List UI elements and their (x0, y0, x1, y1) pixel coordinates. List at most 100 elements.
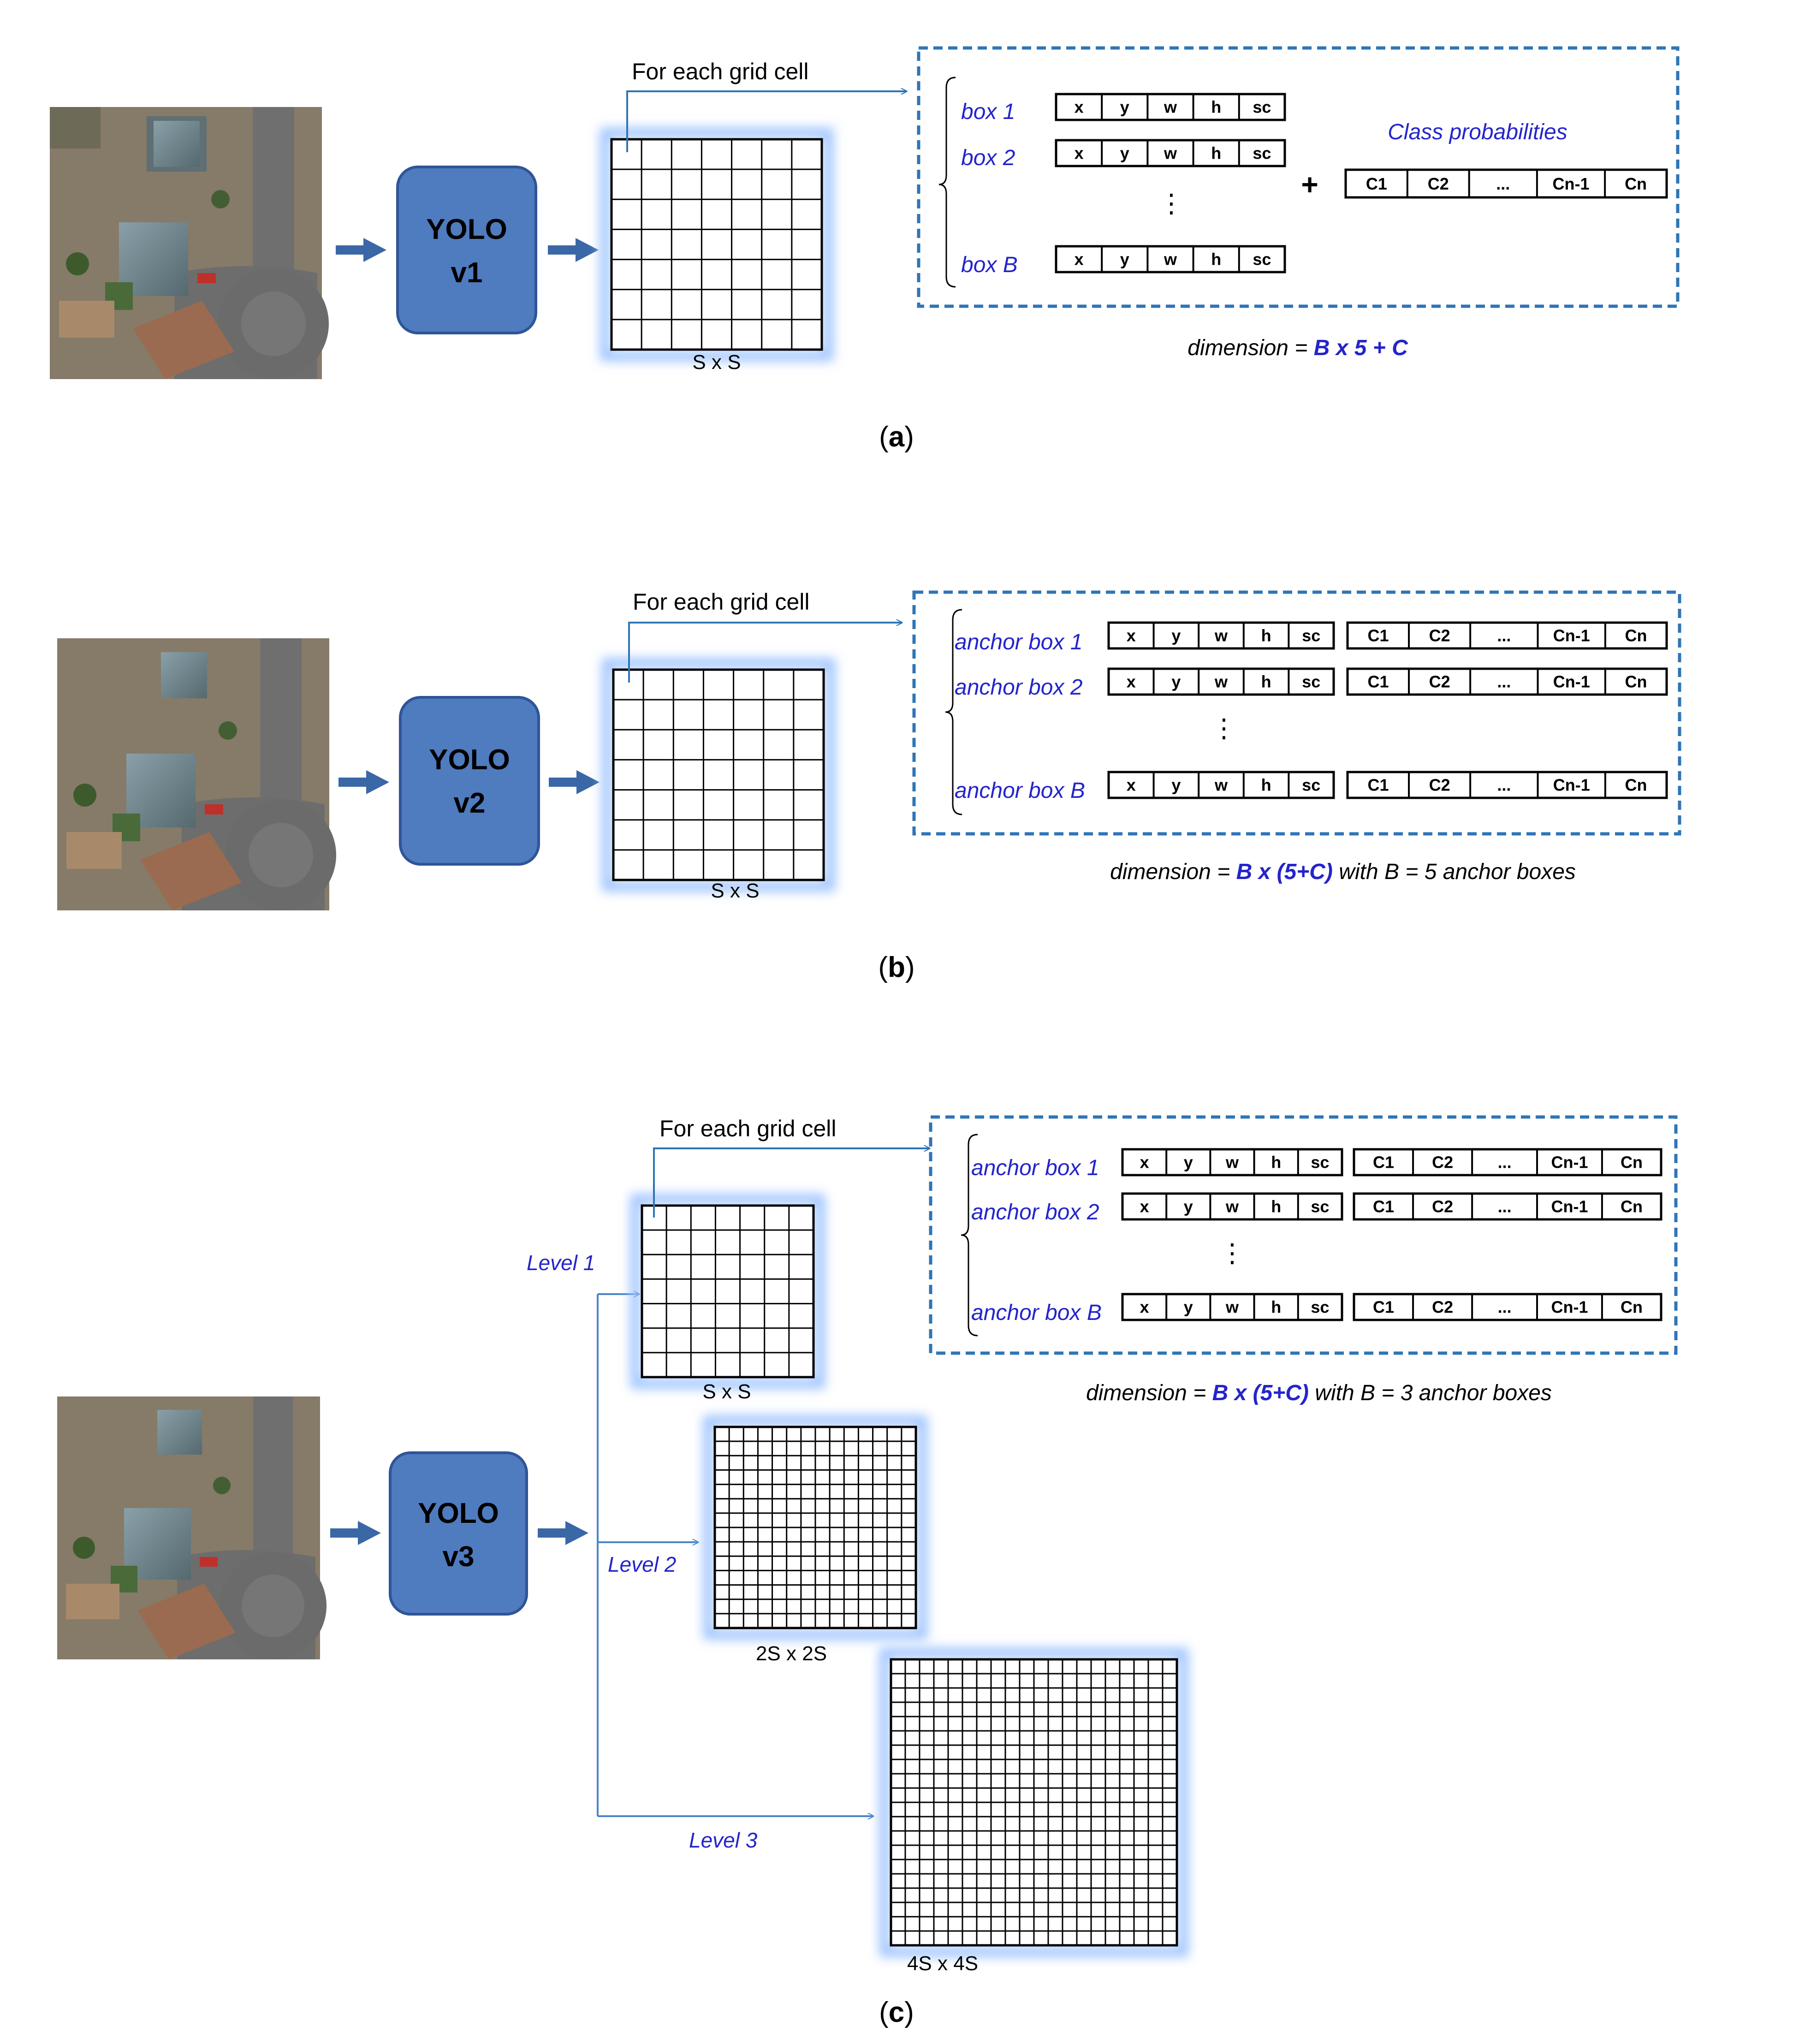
field-cell-class: Cn (1621, 1297, 1643, 1316)
dimension-formula: dimension = B x (5+C) with B = 5 anchor … (1110, 860, 1576, 884)
field-cell-box: x (1127, 775, 1136, 794)
grid-lines (715, 1427, 916, 1628)
level-label: Level 2 (608, 1552, 676, 1576)
for-each-grid-cell-label: For each grid cell (632, 59, 809, 84)
field-cell-class: C1 (1373, 1197, 1394, 1216)
field-cell-class: C1 (1373, 1297, 1394, 1316)
field-row-frame (1353, 1293, 1662, 1321)
field-row-frame (1055, 93, 1286, 121)
field-cell-class: ... (1498, 1297, 1512, 1316)
field-cell-box: y (1184, 1297, 1193, 1316)
panel-c: YOLO v3 Level 1 Level 2 Level 3 S x S 2S… (57, 1115, 1678, 2028)
row-label: anchor box 2 (971, 1200, 1099, 1224)
field-cell-box: h (1271, 1297, 1281, 1316)
field-row-frame (1344, 168, 1668, 199)
field-row-frame (1107, 667, 1335, 696)
for-each-grid-cell-label: For each grid cell (659, 1116, 837, 1141)
field-cell-class: ... (1496, 174, 1510, 193)
field-cell-box: h (1261, 672, 1271, 691)
dimension-formula: dimension = B x (5+C) with B = 3 anchor … (1086, 1381, 1552, 1405)
output-vector-box (917, 46, 1680, 308)
grid-label: S x S (711, 879, 759, 902)
row-label: anchor box 1 (955, 630, 1083, 654)
field-cell-box: y (1120, 97, 1129, 116)
grid-s-x-s (600, 128, 833, 361)
field-cell-box: w (1225, 1197, 1239, 1216)
field-cell-box: sc (1311, 1297, 1329, 1316)
field-cell-box: sc (1302, 672, 1320, 691)
field-cell-box: w (1164, 97, 1177, 116)
field-row-frame (1055, 139, 1286, 167)
field-cell-box: sc (1253, 97, 1271, 116)
field-cell-class: Cn-1 (1551, 1297, 1588, 1316)
field-row-frame (1107, 771, 1335, 799)
field-cell-class: ... (1498, 1153, 1512, 1171)
field-cell-class: Cn (1621, 1153, 1643, 1171)
grid-lines (612, 139, 822, 350)
level-label: Level 3 (689, 1828, 758, 1852)
row-label: anchor box 2 (955, 675, 1083, 700)
field-cell-class: ... (1497, 775, 1511, 794)
row-label: anchor box B (955, 778, 1085, 803)
field-cell-box: w (1214, 626, 1228, 645)
field-cell-box: w (1225, 1297, 1239, 1316)
model-box-yolo-v2: YOLO v2 (399, 696, 540, 866)
thick-arrow-right-icon (538, 1521, 588, 1545)
field-cell-box: sc (1253, 143, 1271, 162)
grid-glow (602, 658, 835, 891)
output-vector-box (912, 590, 1681, 836)
model-box-yolo-v3: YOLO v3 (389, 1451, 528, 1616)
grid-frame (641, 1204, 815, 1379)
field-row-frame (1353, 1148, 1662, 1176)
class-fields-row: C1 C2... Cn-1 Cn (1353, 1293, 1662, 1321)
for-each-grid-cell-label: For each grid cell (633, 589, 810, 615)
panel-a: YOLO v1 S x S For each grid cell box 1 b… (50, 46, 1680, 453)
field-cell-class: C2 (1429, 626, 1450, 645)
plus-sign: + (1301, 168, 1318, 201)
field-row-frame (1121, 1192, 1343, 1221)
field-cell-box: w (1214, 672, 1228, 691)
field-cell-class: C1 (1368, 626, 1389, 645)
field-cell-box: x (1075, 143, 1084, 162)
grid-level-1 (630, 1194, 825, 1389)
field-cell-box: h (1261, 775, 1271, 794)
field-cell-class: Cn (1625, 174, 1647, 193)
field-cell-class: C2 (1432, 1197, 1453, 1216)
vertical-ellipsis: ⋮ (1158, 189, 1184, 218)
panel-caption: (b) (878, 951, 914, 983)
grid-frame (610, 138, 823, 351)
field-cell-box: x (1140, 1153, 1149, 1171)
field-row-frame (1121, 1293, 1343, 1321)
panel-caption: (a) (879, 421, 914, 453)
grid-lines (613, 670, 824, 880)
field-cell-box: sc (1253, 250, 1271, 268)
field-cell-class: C1 (1366, 174, 1387, 193)
row-label: anchor box B (971, 1301, 1102, 1325)
thick-arrow-right-icon (548, 238, 599, 262)
field-cell-box: w (1214, 775, 1228, 794)
field-cell-class: C2 (1432, 1297, 1453, 1316)
field-cell-class: Cn-1 (1553, 174, 1590, 193)
field-cell-class: ... (1497, 672, 1511, 691)
grid-label: S x S (702, 1380, 751, 1403)
field-row-frame (1107, 621, 1335, 650)
field-cell-class: Cn (1625, 775, 1647, 794)
field-cell-class: C2 (1428, 174, 1449, 193)
field-cell-class: C1 (1368, 775, 1389, 794)
field-row-frame (1346, 621, 1668, 650)
row-brace (938, 77, 956, 288)
model-version: v1 (451, 257, 483, 289)
thick-arrow-right-icon (336, 238, 386, 262)
field-row-frame (1346, 667, 1668, 696)
grid-glow (703, 1415, 927, 1640)
vertical-ellipsis: ⋮ (1211, 713, 1237, 743)
grid-glow (600, 128, 833, 361)
